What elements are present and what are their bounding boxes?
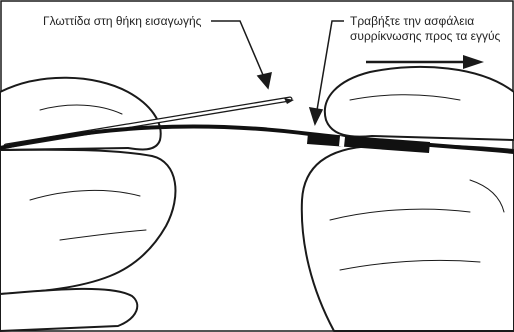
left-thumb (0, 150, 175, 294)
left-lower-finger (0, 289, 137, 331)
right-hand (302, 67, 514, 331)
left-hand (0, 78, 175, 331)
left-index-finger (0, 78, 161, 150)
right-index-finger (325, 67, 514, 140)
pull-shrink-label-line1: Τραβήξτε την ασφάλεια (350, 14, 500, 29)
right-thumb (302, 145, 514, 331)
pull-shrink-band-label: Τραβήξτε την ασφάλεια συρρίκνωσης προς τ… (350, 14, 500, 44)
pull-shrink-label-line2: συρρίκνωσης προς τα εγγύς (350, 29, 500, 44)
sheath-tab-leader (211, 21, 271, 88)
insertion-sheath-tab-label: Γλωττίδα στη θήκη εισαγωγής (43, 14, 201, 29)
